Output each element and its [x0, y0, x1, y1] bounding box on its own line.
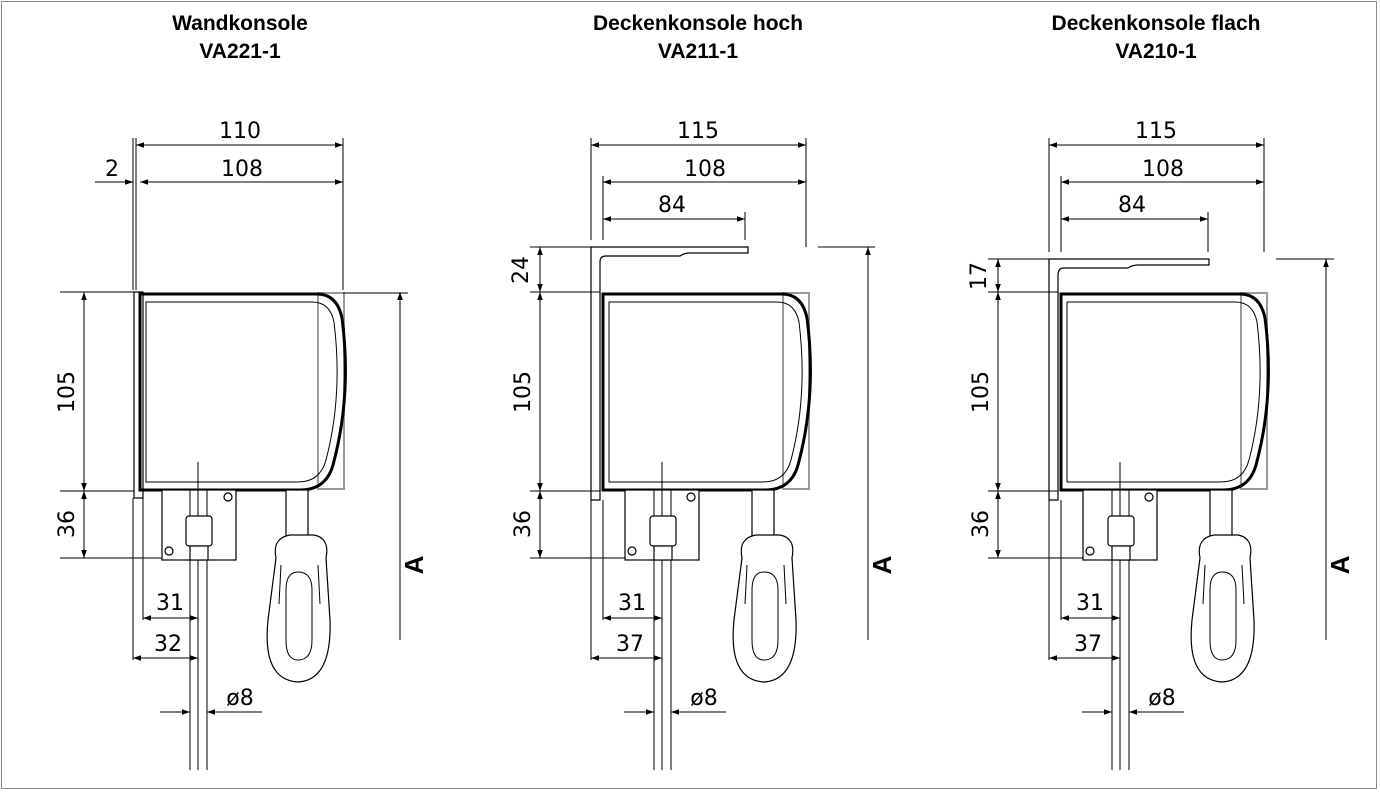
- panel-deckenkonsole-flach: Deckenkonsole flach VA210-1 115 108 84 1…: [967, 12, 1355, 770]
- dimension-bracket-width: 84: [1118, 193, 1146, 218]
- dimension-inner-width: 108: [684, 157, 726, 182]
- dimension-cable-a: 31: [618, 591, 646, 616]
- dimension-bracket-height: 24: [509, 256, 534, 284]
- panel-title: Wandkonsole: [172, 12, 308, 35]
- panel-wandkonsole: Wandkonsole VA221-1 110 108 2 105 36: [55, 12, 429, 770]
- panel-title: Deckenkonsole hoch: [593, 12, 803, 35]
- dimension-bracket-width: 84: [658, 193, 686, 218]
- dimension-label-a: A: [867, 555, 897, 574]
- dimension-cable-a: 31: [1076, 591, 1104, 616]
- dimension-label-a: A: [399, 555, 429, 574]
- panel-model: VA221-1: [199, 40, 281, 63]
- panel-title: Deckenkonsole flach: [1052, 12, 1261, 35]
- dimension-cable-b: 32: [154, 632, 182, 657]
- dimension-height: 105: [511, 371, 536, 413]
- dimension-inner-width: 108: [221, 157, 263, 182]
- dimension-total-width: 110: [219, 119, 261, 144]
- dimension-offset: 2: [105, 157, 119, 182]
- dimension-bottom: 36: [511, 510, 536, 538]
- dimension-cable-b: 37: [1074, 632, 1102, 657]
- dimension-label-a: A: [1325, 555, 1355, 574]
- panel-deckenkonsole-hoch: Deckenkonsole hoch VA211-1 115 108 84 24…: [509, 12, 897, 770]
- panel-model: VA210-1: [1115, 40, 1197, 63]
- dimension-inner-width: 108: [1142, 157, 1184, 182]
- dimension-bracket-height: 17: [967, 262, 992, 290]
- dimension-diameter: ø8: [690, 686, 717, 711]
- dimension-height: 105: [55, 371, 80, 413]
- dimension-diameter: ø8: [226, 686, 253, 711]
- dimension-cable-a: 31: [156, 591, 184, 616]
- dimension-total-width: 115: [1135, 119, 1177, 144]
- dimension-height: 105: [969, 371, 994, 413]
- dimension-total-width: 115: [677, 119, 719, 144]
- dimension-bottom: 36: [969, 510, 994, 538]
- dimension-cable-b: 37: [616, 632, 644, 657]
- dimension-diameter: ø8: [1148, 686, 1175, 711]
- dimension-bottom: 36: [55, 510, 80, 538]
- panel-model: VA211-1: [658, 40, 738, 63]
